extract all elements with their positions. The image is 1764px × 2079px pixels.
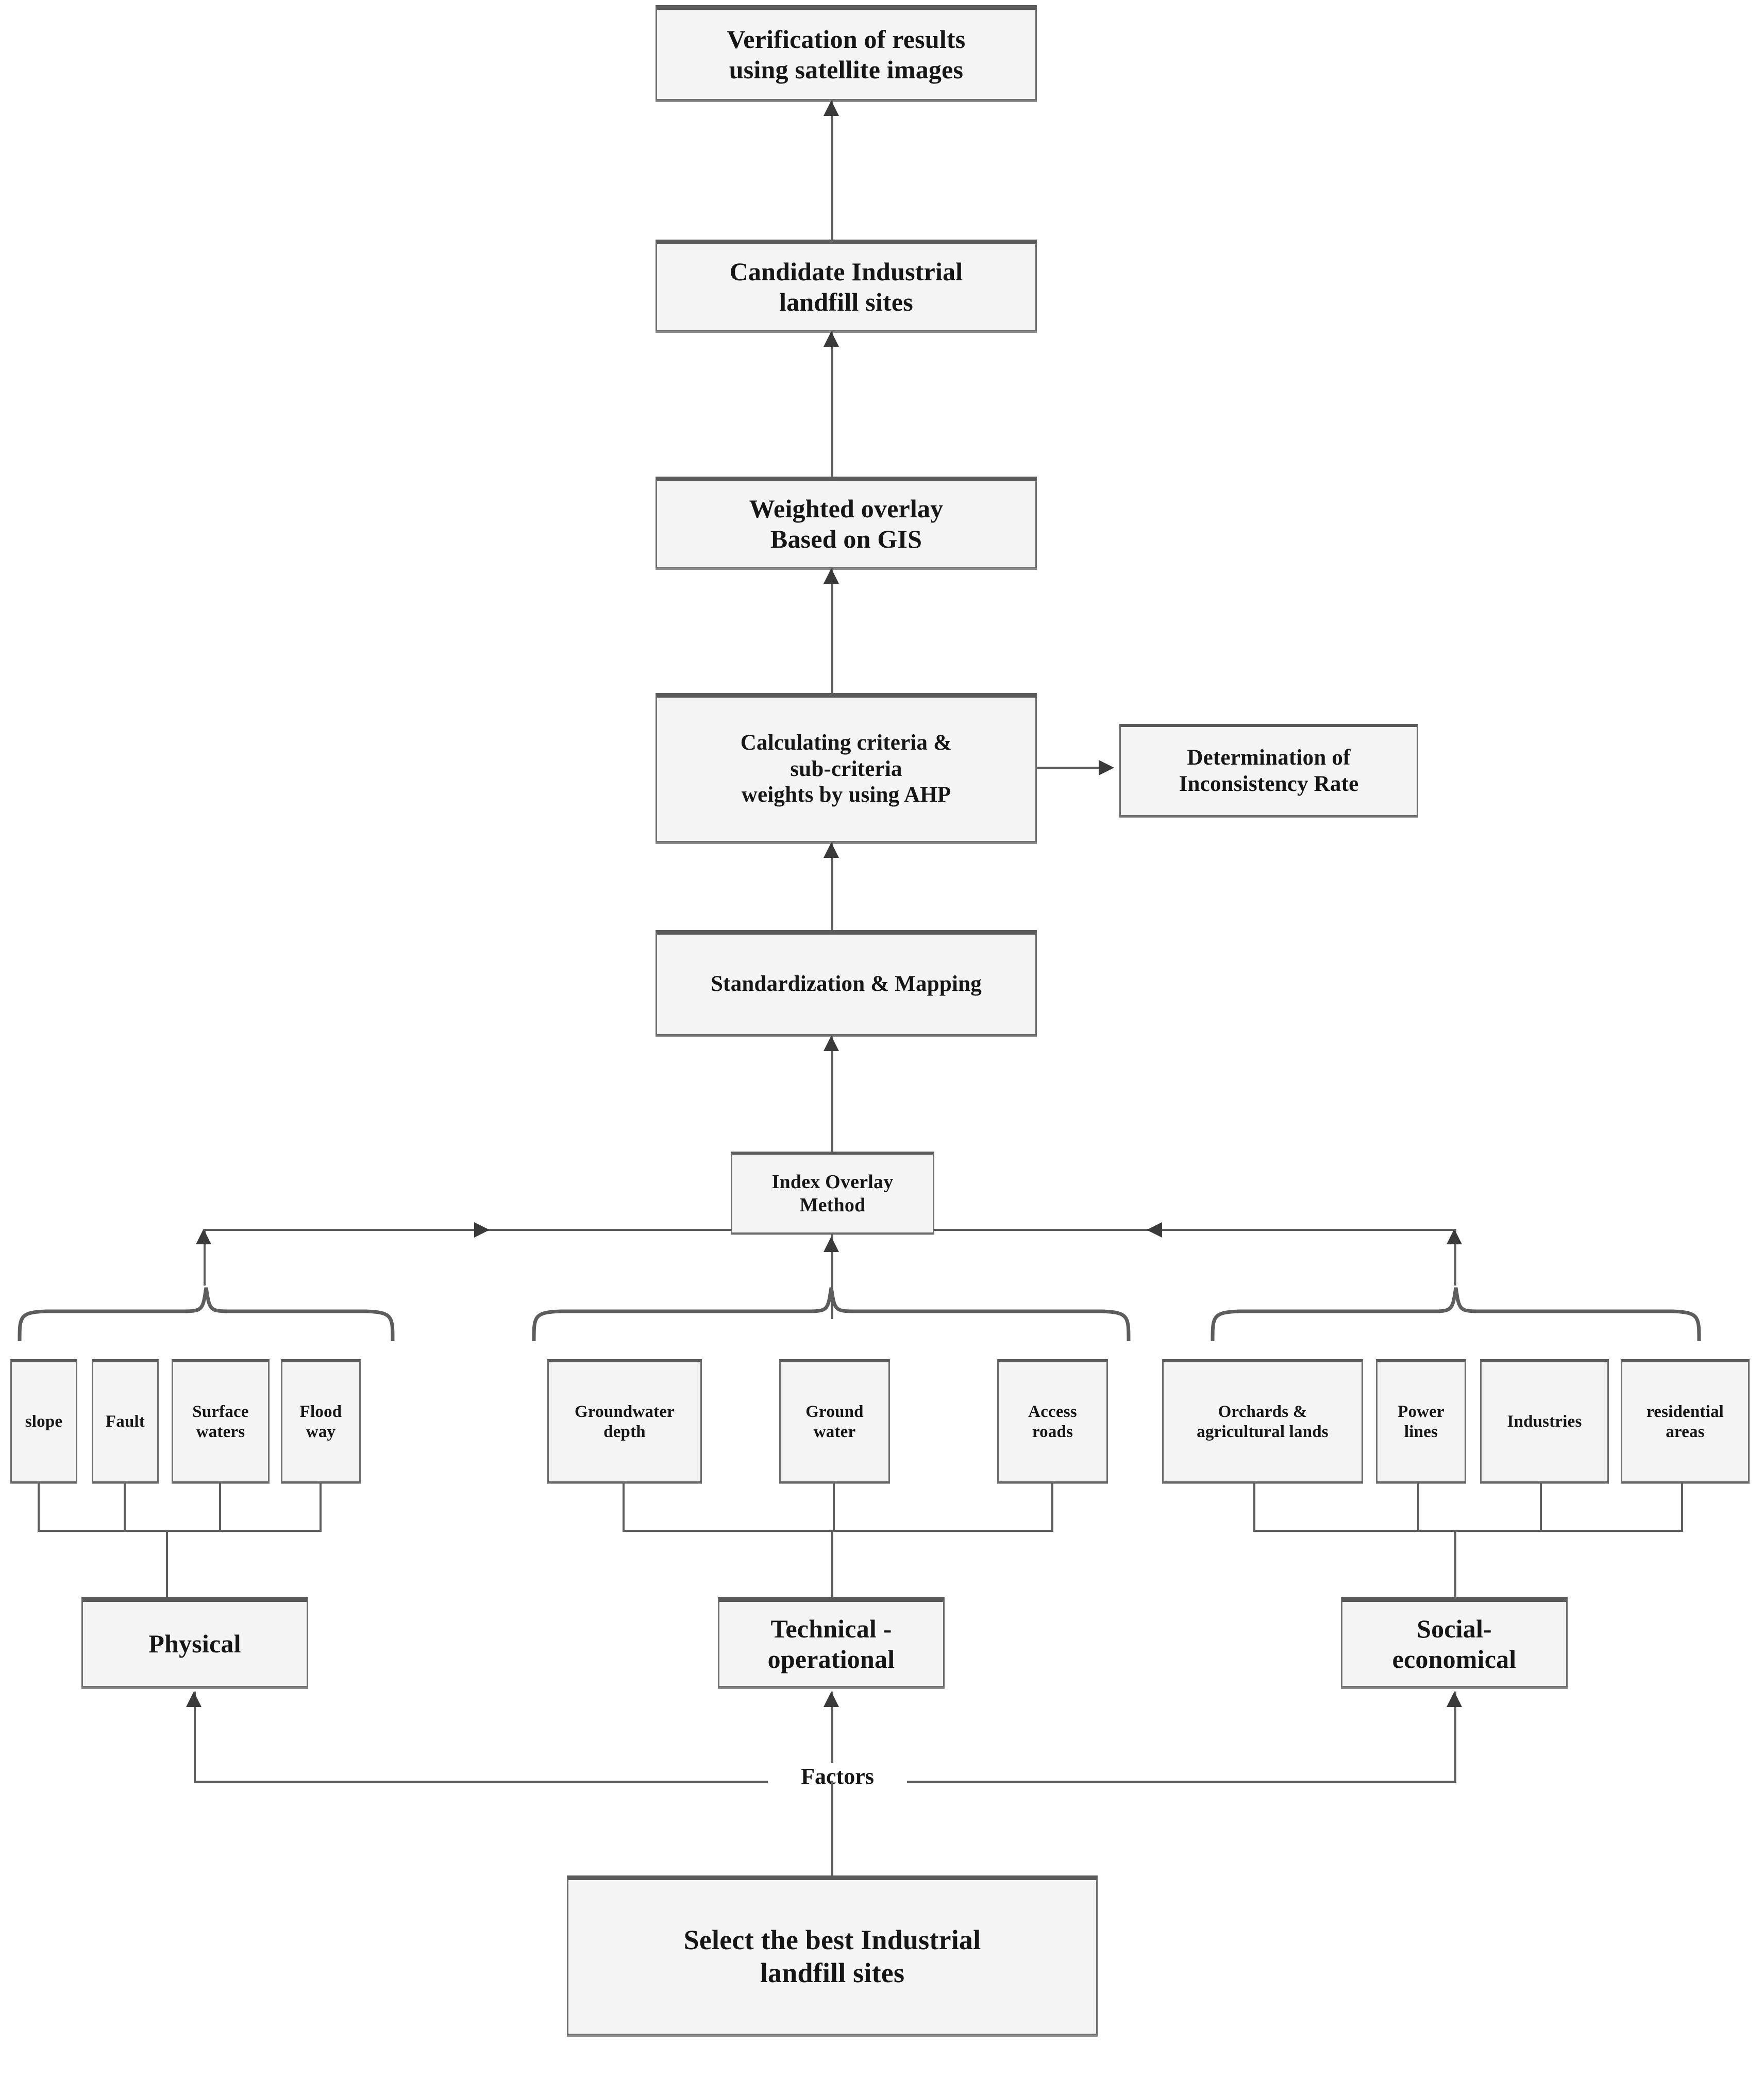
node-social-economical-label: Social-economical: [1392, 1614, 1517, 1674]
connector-middle-vertical-to-index: [831, 1234, 833, 1319]
node-category-technical-operational[interactable]: Technical -operational: [718, 1597, 945, 1687]
connector-factors-to-physical: [194, 1692, 196, 1782]
connector-power-lines-down: [1417, 1483, 1419, 1532]
connector-residential-down: [1681, 1483, 1683, 1532]
connector-flood-way-down: [320, 1483, 322, 1532]
arrowhead-up-verification: [824, 100, 839, 116]
connector-access-roads-down: [1051, 1483, 1053, 1532]
arrowhead-right-left-feed: [474, 1222, 490, 1238]
connector-right-vertical: [1454, 1229, 1456, 1286]
connector-goal-to-factors: [831, 1781, 833, 1879]
arrowhead-up-technical: [824, 1692, 839, 1707]
node-industries-label: Industries: [1507, 1412, 1582, 1431]
connector-slope-down: [38, 1483, 40, 1532]
arrowhead-up-middle-feed: [824, 1237, 839, 1252]
node-orchards-agricultural-lands[interactable]: Orchards &agricultural lands: [1162, 1359, 1363, 1483]
node-category-social-economical[interactable]: Social-economical: [1341, 1597, 1568, 1687]
node-physical-label: Physical: [148, 1629, 241, 1658]
connector-technical-stem: [831, 1530, 833, 1599]
connector-stem-candidate: [831, 416, 833, 479]
node-standardization-mapping[interactable]: Standardization & Mapping: [656, 930, 1037, 1036]
node-industries[interactable]: Industries: [1480, 1359, 1609, 1483]
connector-candidate-to-verification: [831, 100, 833, 185]
arrowhead-up-right-feed: [1447, 1229, 1462, 1244]
node-category-physical[interactable]: Physical: [81, 1597, 308, 1687]
node-fault-label: Fault: [105, 1412, 145, 1431]
connector-ground-water-down: [833, 1483, 835, 1532]
connector-physical-busbar: [38, 1530, 322, 1532]
connector-groundwater-depth-down: [623, 1483, 625, 1532]
connector-left-horizontal-to-index: [204, 1229, 732, 1231]
connector-physical-stem: [166, 1530, 168, 1599]
node-fault[interactable]: Fault: [92, 1359, 159, 1483]
arrowhead-up-standardization: [824, 1036, 839, 1051]
connector-stem-ahp: [831, 927, 833, 933]
connector-stem-verification: [831, 185, 833, 243]
factors-label: Factors: [768, 1763, 907, 1789]
arrowhead-up-ahp: [824, 842, 839, 858]
connector-surface-waters-down: [219, 1483, 221, 1532]
connector-factors-to-social: [1454, 1692, 1456, 1782]
arrowhead-right-inconsistency: [1099, 760, 1114, 775]
connector-standardization-to-ahp: [831, 842, 833, 927]
connector-stem-overlay: [831, 653, 833, 696]
arrowhead-up-social: [1447, 1692, 1462, 1707]
arrowhead-up-left-feed: [196, 1229, 211, 1244]
arrowhead-up-candidate: [824, 331, 839, 347]
brace-physical-group: [18, 1287, 395, 1342]
node-slope-label: slope: [25, 1412, 63, 1431]
connector-right-horizontal-to-index: [934, 1229, 1456, 1231]
connector-fault-down: [124, 1483, 126, 1532]
connector-ahp-to-inconsistency: [1037, 767, 1104, 769]
connector-ahp-to-overlay: [831, 568, 833, 653]
arrowhead-left-right-feed: [1147, 1222, 1162, 1238]
arrowhead-up-overlay: [824, 568, 839, 584]
node-technical-operational-label: Technical -operational: [767, 1614, 895, 1674]
node-orchards-label: Orchards &agricultural lands: [1197, 1402, 1329, 1441]
connector-social-stem: [1454, 1530, 1456, 1599]
connector-technical-busbar: [623, 1530, 1053, 1532]
connector-industries-down: [1540, 1483, 1542, 1532]
connector-left-vertical: [204, 1229, 206, 1286]
connector-factors-to-technical: [831, 1692, 833, 1782]
connector-orchards-down: [1253, 1483, 1255, 1532]
connector-social-busbar: [1253, 1530, 1683, 1532]
node-standardization-label: Standardization & Mapping: [711, 972, 982, 996]
connector-overlay-to-candidate: [831, 331, 833, 416]
arrowhead-up-physical: [186, 1692, 201, 1707]
brace-social-group: [1211, 1287, 1701, 1342]
node-slope[interactable]: slope: [10, 1359, 77, 1483]
connector-index-to-standardization: [831, 1036, 833, 1152]
brace-technical-group: [532, 1287, 1131, 1342]
